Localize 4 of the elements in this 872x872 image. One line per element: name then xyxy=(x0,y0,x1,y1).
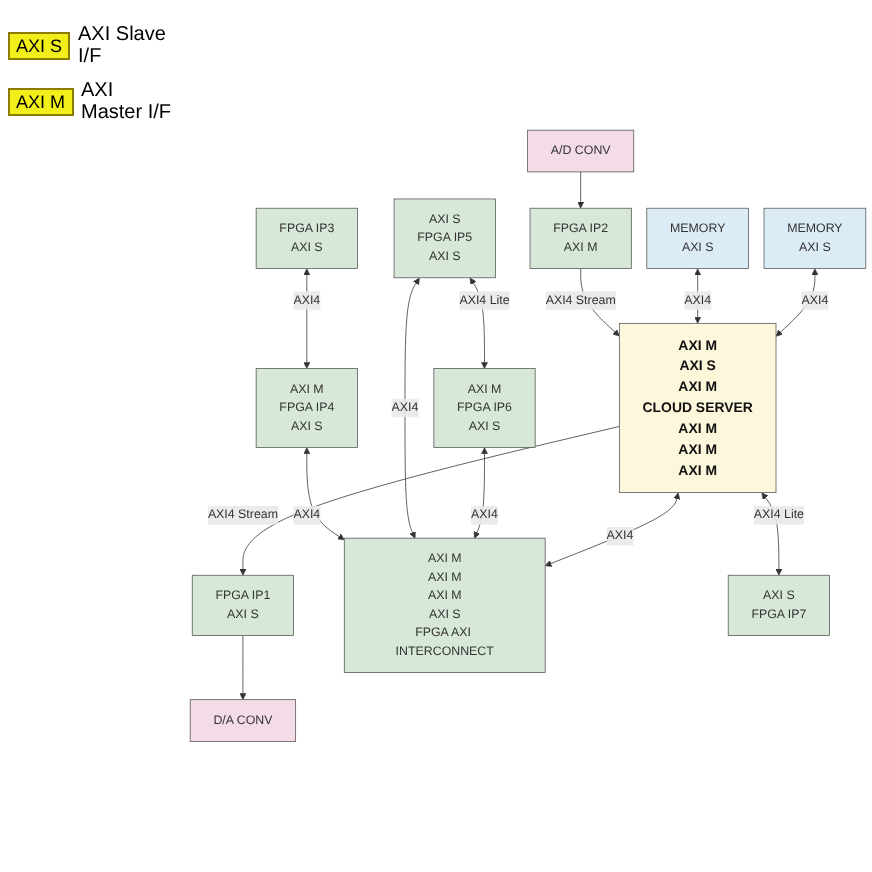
interface-tag: AXI S xyxy=(8,32,71,60)
legend-text: AXI Master I/F xyxy=(81,80,174,124)
interface-tag: AXI M xyxy=(8,88,74,116)
legend-text: AXI Slave I/F xyxy=(78,24,168,68)
